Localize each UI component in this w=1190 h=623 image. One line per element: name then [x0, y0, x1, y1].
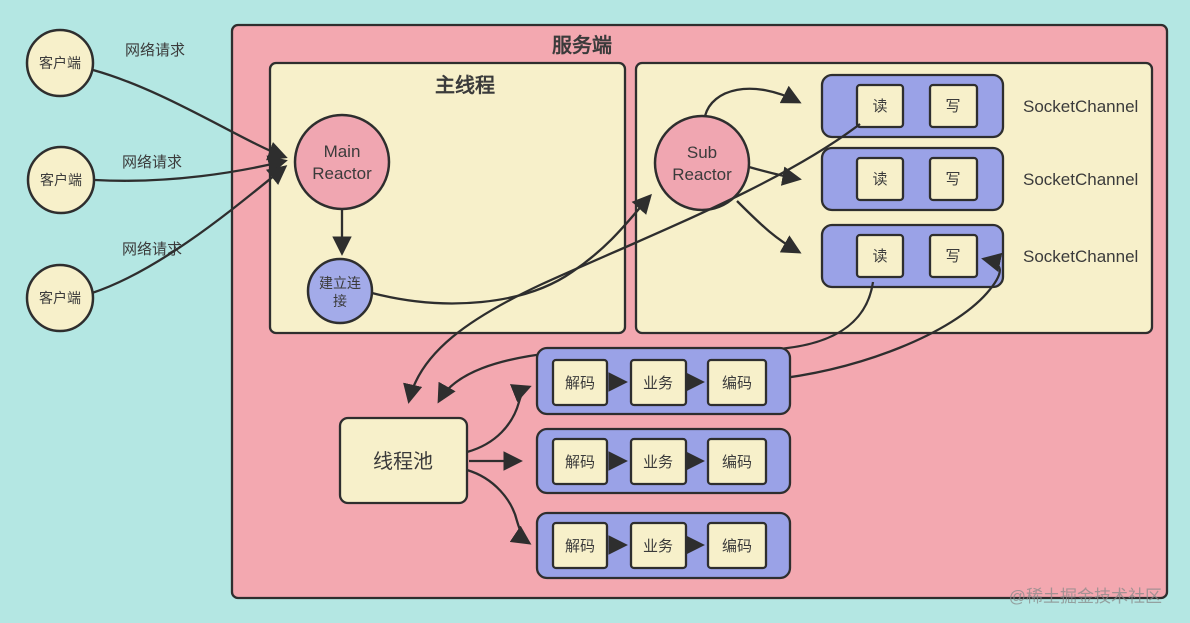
pipeline-2-encode-label: 编码 [722, 454, 752, 471]
pipeline-1-decode-box [551, 358, 609, 407]
edge-sub-reactor-channel1 [703, 85, 802, 117]
client-3: 客户端 [25, 263, 95, 333]
client-3-circle [25, 263, 95, 333]
client-2-label: 客户端 [40, 172, 82, 188]
socket-channel-2: 读 写 SocketChannel [820, 146, 1138, 212]
establish-connection-label-line2: 接 [333, 293, 347, 309]
socket-channel-1-label: SocketChannel [1023, 97, 1138, 116]
pipeline-2-encode-box [706, 437, 768, 486]
main-thread-title: 主线程 [435, 73, 495, 97]
edge-connect-sub-reactor [371, 193, 652, 305]
establish-connection-circle [306, 257, 374, 325]
socket-channel-1-read-box [855, 83, 905, 129]
thread-pool-box [338, 416, 469, 505]
network-request-label-2: 网络请求 [122, 154, 182, 171]
client-3-label: 客户端 [39, 290, 81, 306]
sub-reactor-label-line1: Sub [687, 143, 717, 162]
pipeline-1-business-label: 业务 [643, 375, 673, 392]
main-reactor-label-line2: Reactor [312, 164, 372, 183]
sub-reactor-label-line2: Reactor [672, 165, 732, 184]
socket-channel-2-label: SocketChannel [1023, 170, 1138, 189]
edge-thread-pool-pipeline1 [466, 384, 532, 454]
socket-channel-3-read-box [855, 233, 905, 279]
main-reactor-circle [293, 113, 391, 211]
socket-channel-3: 读 写 SocketChannel [820, 223, 1138, 289]
socket-channel-2-read-box [855, 156, 905, 202]
pipeline-1: 解码 业务 编码 [535, 346, 792, 416]
pipeline-3-encode-label: 编码 [722, 538, 752, 555]
socket-channel-2-write-box [928, 156, 979, 202]
socket-channel-3-label: SocketChannel [1023, 247, 1138, 266]
main-reactor-label-line1: Main [324, 142, 361, 161]
client-1-circle [25, 28, 95, 98]
pipeline-2-business-label: 业务 [643, 454, 673, 471]
edge-client2-main-reactor [94, 155, 288, 182]
edge-read1-thread-pool [403, 123, 861, 404]
client-1: 客户端 [25, 28, 95, 98]
pipeline-3-decode-box [551, 521, 609, 570]
pipeline-1-encode-label: 编码 [722, 375, 752, 392]
client-1-label: 客户端 [39, 55, 81, 71]
socket-channel-3-write-label: 写 [945, 248, 960, 265]
pipeline-3-business-label: 业务 [643, 538, 673, 555]
establish-connection-label-line1: 建立连 [319, 275, 361, 291]
edge-client1-main-reactor [92, 68, 288, 161]
pipeline-3: 解码 业务 编码 [535, 511, 792, 580]
edge-client3-main-reactor [91, 165, 288, 295]
pipeline-3-encode-box [706, 521, 768, 570]
socket-channel-3-write-box [928, 233, 979, 279]
network-request-label-3: 网络请求 [122, 241, 182, 258]
socket-channel-2-write-label: 写 [945, 171, 960, 188]
edge-thread-pool-pipeline3 [466, 468, 532, 545]
pipeline-1-encode-box [706, 358, 768, 407]
socket-channel-2-read-label: 读 [872, 171, 887, 188]
socket-channel-1: 读 写 SocketChannel [820, 73, 1138, 139]
pipeline-2-decode-label: 解码 [565, 454, 595, 471]
socket-channel-1-write-label: 写 [945, 98, 960, 115]
pipeline-2-decode-box [551, 437, 609, 486]
network-request-label-1: 网络请求 [125, 42, 185, 59]
edge-encode1-write3 [767, 252, 1003, 382]
edge-sub-reactor-channel2 [748, 165, 802, 186]
pipeline-1-decode-label: 解码 [565, 375, 595, 392]
client-2-circle [26, 145, 96, 215]
server-title: 服务端 [552, 33, 612, 57]
thread-pool-label: 线程池 [373, 450, 433, 473]
socket-channel-1-write-box [928, 83, 979, 129]
pipeline-2: 解码 业务 编码 [535, 427, 792, 495]
socket-channel-1-read-label: 读 [872, 98, 887, 115]
sub-reactor-circle [653, 114, 751, 212]
client-2: 客户端 [26, 145, 96, 215]
edge-sub-reactor-channel3 [736, 200, 802, 254]
socket-channel-3-read-label: 读 [872, 248, 887, 265]
pipeline-3-decode-label: 解码 [565, 538, 595, 555]
watermark: @稀土掘金技术社区 [1009, 587, 1162, 606]
